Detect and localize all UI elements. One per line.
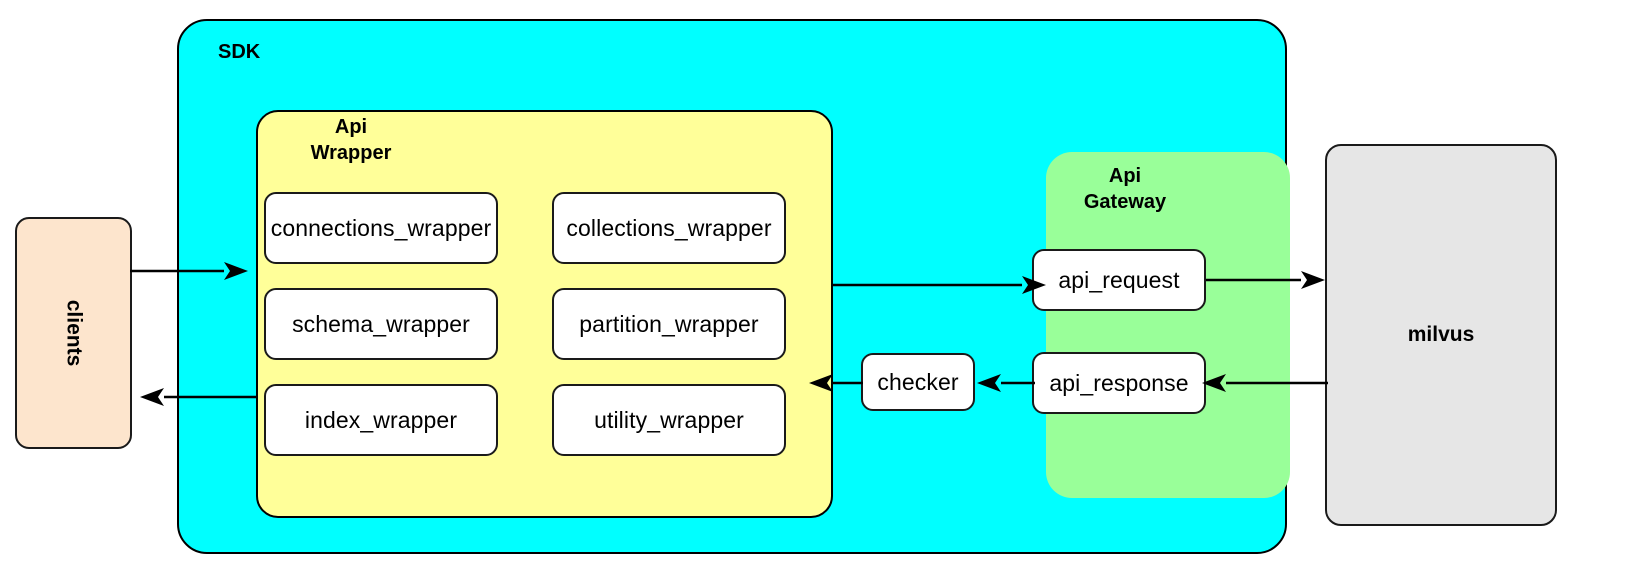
module-schema-wrapper[interactable]: schema_wrapper [264,288,498,360]
sdk-label: SDK [218,41,261,63]
arrow-api-request-to-milvus [1206,271,1325,289]
module-collections-wrapper[interactable]: collections_wrapper [552,192,786,264]
api-gateway-label: Api Gateway [1083,165,1167,214]
arrow-api-wrapper-to-clients [140,388,258,406]
arrow-api-response-to-checker [977,374,1035,392]
clients-label: clients [62,299,86,367]
arrow-clients-to-api-wrapper [130,262,248,280]
milvus-box[interactable]: milvus [1325,144,1557,526]
module-utility-wrapper[interactable]: utility_wrapper [552,384,786,456]
module-index-wrapper[interactable]: index_wrapper [264,384,498,456]
arrow-api-wrapper-to-api-request [832,276,1046,294]
api-wrapper-label: Api Wrapper [310,116,392,165]
arrow-milvus-to-api-response [1202,374,1328,392]
module-checker[interactable]: checker [861,353,975,411]
arrow-checker-to-api-wrapper [809,374,863,392]
clients-box[interactable]: clients [15,217,132,449]
module-api-request[interactable]: api_request [1032,249,1206,311]
module-connections-wrapper[interactable]: connections_wrapper [264,192,498,264]
module-partition-wrapper[interactable]: partition_wrapper [552,288,786,360]
api-gateway-container[interactable] [1046,152,1290,498]
module-api-response[interactable]: api_response [1032,352,1206,414]
